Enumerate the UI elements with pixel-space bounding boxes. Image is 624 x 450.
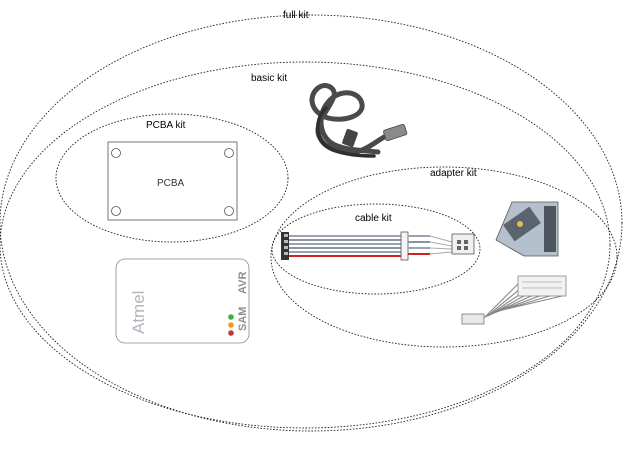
pcba-board: PCBA: [107, 141, 238, 221]
debugger-unit: Atmel AVR SAM: [115, 258, 250, 344]
cable-kit-region: cable kit: [271, 203, 481, 295]
cable-kit-label: cable kit: [355, 213, 392, 224]
pcba-kit-label: PCBA kit: [146, 120, 186, 131]
adapter-kit-label: adapter kit: [430, 168, 477, 179]
status-led-icon: [228, 330, 234, 336]
mounting-hole: [111, 206, 121, 216]
squid-cable-image: [461, 275, 567, 325]
full-kit-label: full kit: [283, 10, 309, 21]
status-led-icon: [228, 322, 234, 328]
avr-label: AVR: [237, 272, 249, 294]
atmel-logo: Atmel: [129, 291, 148, 334]
usb-cable-image: [309, 83, 408, 158]
adapter-board-image: [495, 201, 559, 257]
adapter-kit-region: adapter kit: [270, 166, 618, 348]
pcba-kit-region: PCBA kit: [55, 113, 289, 243]
basic-kit-region: basic kit: [0, 61, 611, 429]
ribbon-cable-image: [281, 231, 475, 261]
pcba-board-label: PCBA: [157, 178, 185, 189]
status-led-icon: [228, 314, 234, 320]
mounting-hole: [224, 148, 234, 158]
sam-label: SAM: [237, 307, 249, 331]
basic-kit-label: basic kit: [251, 73, 287, 84]
mounting-hole: [224, 206, 234, 216]
full-kit-region: full kit: [0, 10, 623, 432]
mounting-hole: [111, 148, 121, 158]
